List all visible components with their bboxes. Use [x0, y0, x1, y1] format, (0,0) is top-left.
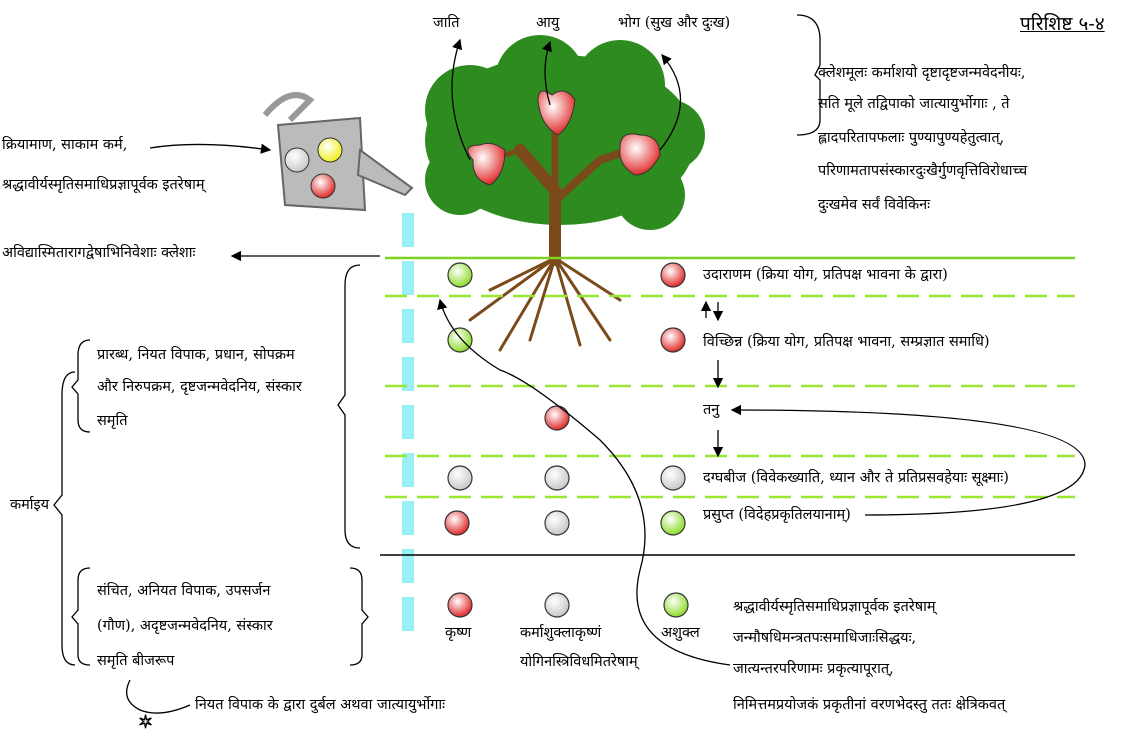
karma-mixed-2: योगिनस्त्रिविधमितरेषाम् — [520, 654, 638, 670]
watering-label-1: क्रियामाण, साकाम कर्म, — [2, 137, 128, 153]
fruit-arrows — [149, 14, 821, 262]
verse-bottom-line: निमित्तमप्रयोजकं प्रकृतीनां वरणभेदस्तु त… — [733, 697, 1006, 713]
state-prasupta: प्रसुप्त (विदेहप्रकृतिलयानाम्) — [703, 507, 851, 523]
verse-top-line: परिणामतापसंस्कारदुःखैर्गुणवृत्तिविरोधाच्… — [818, 163, 1028, 179]
verse-top-line: ह्लादपरितापफलाः पुण्यापुण्यहेतुत्वात्, — [818, 130, 1005, 146]
fruit-label-bhoga: भोग (सुख और दुःख) — [618, 15, 731, 31]
karma-circles — [444, 262, 689, 618]
karmashaya-label: कर्माइय — [10, 497, 50, 513]
state-vicchinna: विच्छिन्न (क्रिया योग, प्रतिपक्ष भावना, … — [703, 334, 990, 350]
state-arrows: ✶ — [53, 264, 1086, 734]
verse-top-line: क्लेशमूलः कर्माशयो दृष्टादृष्टजन्मवेदनीय… — [818, 65, 1026, 81]
kleshas-label: अविद्यास्मितारागद्वेषाभिनिवेशाः क्लेशाः — [2, 245, 196, 261]
verse-top-line: सति मूले तद्विपाको जात्यायुर्भोगाः , ते — [818, 96, 1010, 112]
watering-label-2: श्रद्धावीर्यस्मृतिसमाधिप्रज्ञापूर्वक इतर… — [2, 177, 205, 193]
fruit-label-jati: जाति — [433, 15, 460, 31]
karma-krishna: कृष्ण — [445, 625, 472, 641]
fruits — [467, 90, 661, 186]
sanchit-line: संचित, अनियत विपाक, उपसर्जन — [97, 583, 271, 599]
sanchit-line: समृति बीजरूप — [97, 653, 175, 669]
tree-canopy — [425, 35, 705, 230]
karma-mixed: कर्माशुक्लाकृष्णं — [520, 625, 602, 641]
karma-ashukla: अशुक्ल — [661, 625, 700, 641]
page-title: परिशिष्ट ५-४ — [1020, 13, 1105, 35]
bottom-note: नियत विपाक के द्वारा दुर्बल अथवा जात्याय… — [195, 697, 446, 713]
fruit-label-ayu: आयु — [536, 15, 560, 31]
svg-text:✶: ✶ — [138, 712, 153, 733]
watering-can-icon — [262, 92, 414, 212]
verse-bottom-line: जन्मौषधिमन्त्रतपःसमाधिजाःसिद्धयः, — [733, 630, 917, 646]
verse-bottom-line: जात्यन्तरपरिणामः प्रकृत्यापूरात्, — [733, 661, 894, 677]
verse-bottom-line: श्रद्धावीर्यस्मृतिसमाधिप्रज्ञापूर्वक इतर… — [733, 599, 936, 615]
state-dagdhabija: दग्घबीज (विवेकख्याति, ध्यान और ते प्रतिप… — [703, 470, 1009, 486]
verse-top-line: दुःखमेव सर्वं विवेकिनः — [818, 197, 931, 213]
state-tanu: तनु — [703, 402, 720, 418]
state-udara: उदाराणम (क्रिया योग, प्रतिपक्ष भावना के … — [703, 267, 948, 283]
prarabdha-line: समृति — [97, 413, 128, 429]
prarabdha-line: और निरुपक्रम, दृष्टजन्मवेदनिय, संस्कार — [97, 379, 302, 395]
prarabdha-line: प्रारब्ध, नियत विपाक, प्रधान, सोपक्रम — [97, 347, 295, 363]
sanchit-line: (गौण), अदृष्टजन्मवेदनिय, संस्कार — [97, 618, 273, 634]
